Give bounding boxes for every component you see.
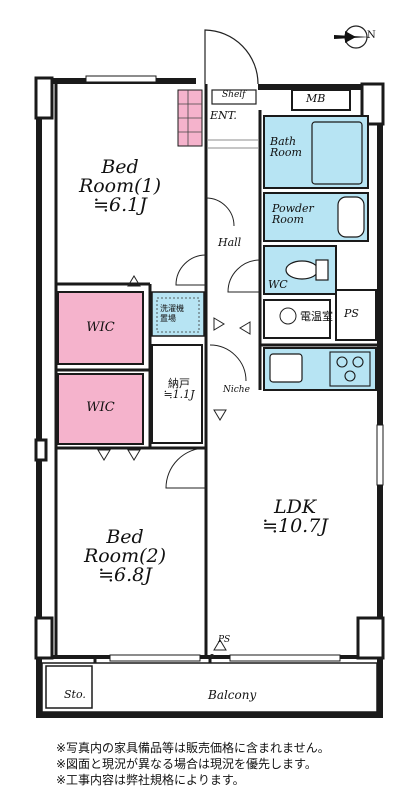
wic-1-area — [57, 291, 144, 365]
entrance-label: ENT. — [210, 109, 237, 122]
water-heater-box — [263, 299, 331, 339]
stove-icon — [329, 351, 371, 387]
ps-bottom-marker — [210, 654, 214, 658]
wic-2-area — [57, 373, 144, 445]
ps-top-label: PS — [344, 307, 359, 320]
mb-label: MB — [306, 92, 326, 105]
windows — [85, 75, 384, 662]
water-heater-icon — [279, 307, 297, 325]
ps-top-box — [335, 289, 377, 341]
bathtub-icon — [311, 121, 363, 185]
hall-floor — [208, 139, 258, 149]
washer-icon — [156, 297, 200, 333]
laundry-area — [151, 291, 205, 337]
sink-icon — [337, 196, 365, 238]
water-heater-label: 電温室 — [300, 310, 333, 323]
wic-2-label: WIC — [86, 400, 115, 415]
door-swing-icon — [204, 29, 259, 85]
triangle-markers — [97, 275, 251, 651]
compass-letter: N — [367, 30, 376, 41]
hall-label: Hall — [218, 236, 242, 249]
wic-1-label: WIC — [86, 320, 115, 335]
bath-room-label: Bath Room — [270, 135, 302, 159]
storage-label: Sto. — [64, 688, 86, 701]
niche-label: Niche — [223, 385, 250, 395]
structural-columns — [34, 76, 385, 660]
note-line: ※写真内の家具備品等は販売価格に含まれません。 — [56, 741, 330, 755]
shelf-box — [211, 89, 257, 105]
wc-label: WC — [268, 278, 288, 291]
kitchen-sink-icon — [269, 353, 303, 383]
closet-label: 納戸 ≒1.1J — [163, 377, 195, 401]
entrance-floor — [177, 89, 203, 147]
shelf-label: Shelf — [222, 90, 246, 100]
disclaimer-notes: ※写真内の家具備品等は販売価格に含まれません。 ※図面と現況が異なる場合は現況を… — [56, 740, 406, 788]
balcony-area — [41, 662, 378, 713]
compass-north-icon — [334, 25, 370, 49]
storage-box — [45, 665, 93, 709]
note-line: ※図面と現況が異なる場合は現況を優先します。 — [56, 757, 317, 771]
closet-area — [151, 344, 203, 444]
powder-room-label: Powder Room — [272, 202, 314, 226]
toilet-icon — [285, 259, 329, 281]
door-swing-icon — [94, 197, 261, 713]
note-line: ※工事内容は弊社規格によります。 — [56, 773, 245, 787]
balcony-label: Balcony — [208, 688, 257, 702]
ldk-label: LDK ≒10.7J — [262, 496, 328, 537]
mb-box — [291, 89, 351, 111]
laundry-label: 洗濯機 置場 — [160, 304, 184, 323]
bed-room-2-label: Bed Room(2) ≒6.8J — [83, 526, 167, 586]
bed-room-1-label: Bed Room(1) ≒6.1J — [78, 156, 162, 216]
ps-bottom-label: PS — [218, 635, 231, 645]
